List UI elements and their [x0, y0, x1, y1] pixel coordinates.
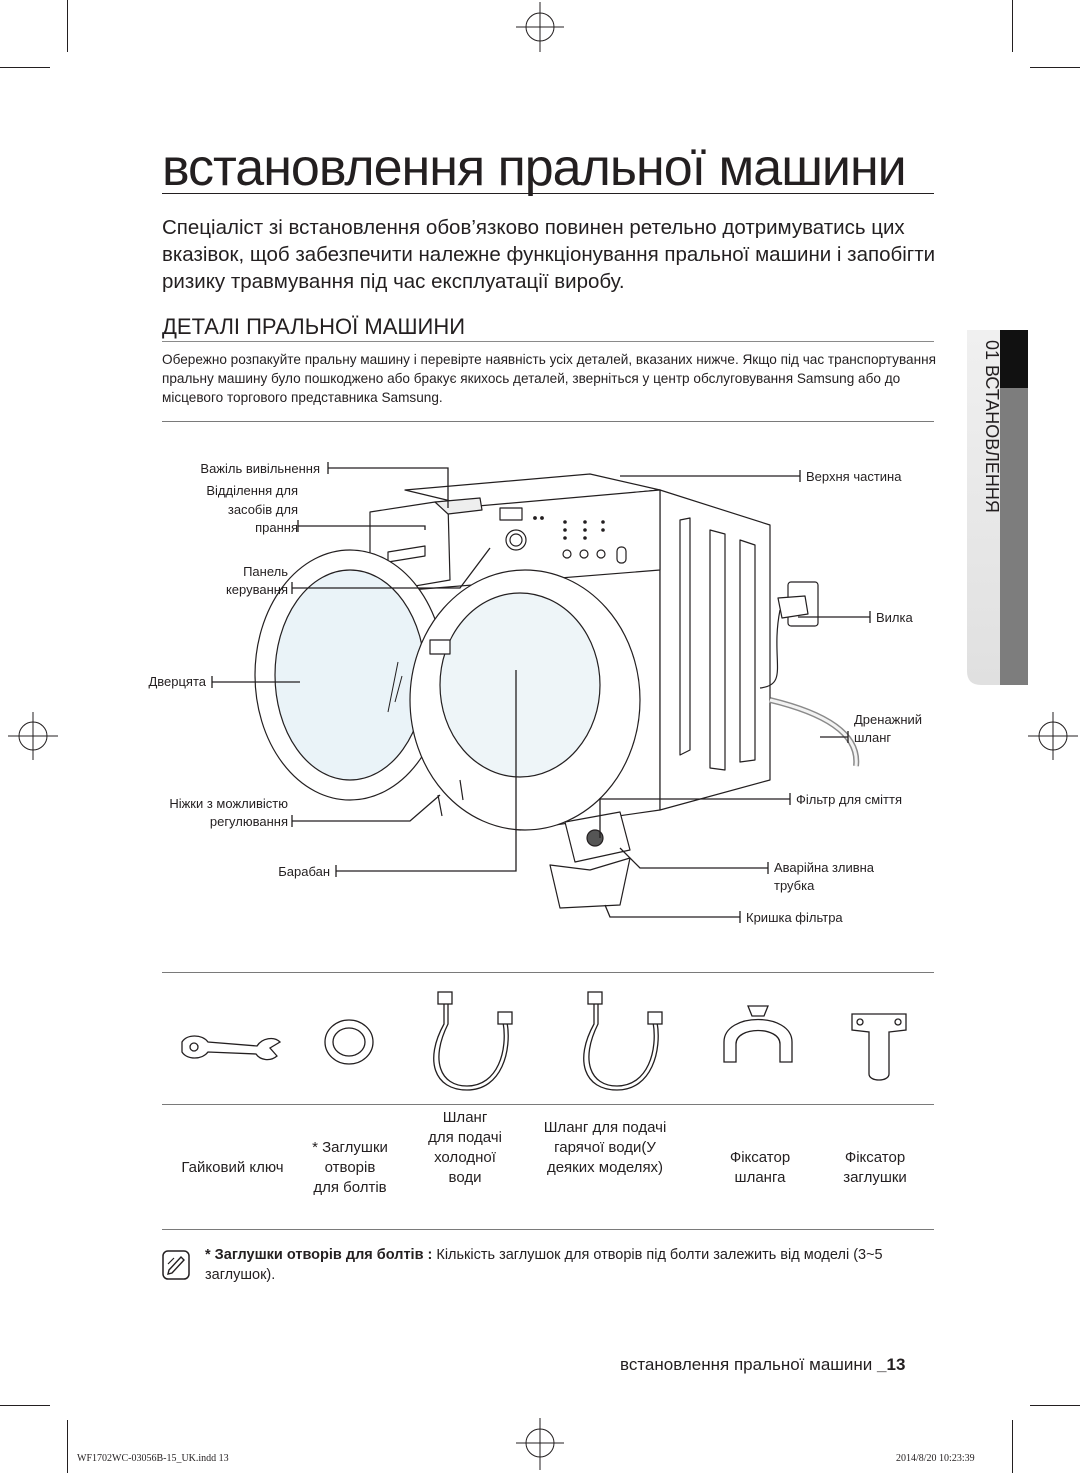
chapter-tab [967, 330, 1028, 685]
section-rule [162, 341, 934, 342]
cap-holder-icon [851, 1013, 907, 1081]
label-filter-cover: Кришка фільтра [746, 910, 843, 925]
print-file-info: WF1702WC-03056B-15_UK.indd 13 [77, 1453, 229, 1464]
footer-text: встановлення пральної машини [620, 1355, 873, 1374]
label-release-lever: Важіль вивільнення [200, 461, 320, 476]
page-title: встановлення пральної машини [162, 139, 907, 197]
cold-hose-icon [433, 991, 513, 1091]
note-bold: * Заглушки отворів для болтів : [205, 1247, 433, 1263]
label-filter: Фільтр для сміття [796, 792, 903, 807]
diagram-top-rule [162, 421, 934, 422]
label-top: Верхня частина [806, 469, 902, 484]
page-number: _13 [877, 1355, 906, 1374]
note-body: Кількість заглушок для отворів під болти… [205, 1247, 883, 1283]
accessories-bottom-rule [162, 1229, 934, 1230]
accessories-mid-rule [162, 1104, 934, 1105]
print-date-info: 2014/8/20 10:23:39 [896, 1453, 975, 1464]
hose-holder-icon [723, 1005, 793, 1063]
label-door: Дверцята [148, 674, 206, 689]
bolt-cap-icon [324, 1019, 374, 1065]
label-plug: Вилка [876, 610, 913, 625]
accessory-spanner-label: Гайковий ключ [181, 1159, 284, 1176]
washing-machine-diagram [254, 473, 860, 909]
note-icon [162, 1250, 190, 1280]
accessories-top-rule [162, 972, 934, 973]
page-footer: встановлення пральної машини _13 [620, 1355, 905, 1375]
section-heading: ДЕТАЛІ ПРАЛЬНОЇ МАШИНИ [162, 314, 466, 339]
accessories-icons [181, 991, 907, 1091]
label-drum: Барабан [278, 864, 330, 879]
spanner-icon [181, 1035, 282, 1061]
section-body: Обережно розпакуйте пральну машину і пер… [162, 352, 936, 405]
hot-hose-icon [583, 991, 663, 1091]
title-rule [162, 193, 934, 194]
note-text: * Заглушки отворів для болтів : Кількіст… [205, 1245, 935, 1285]
intro-paragraph: Спеціаліст зі встановлення обов’язково п… [162, 216, 936, 293]
